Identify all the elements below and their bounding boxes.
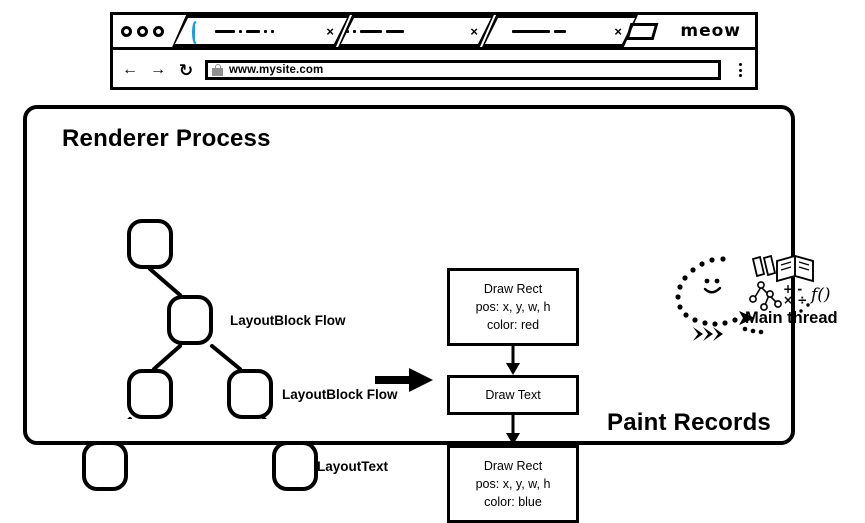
paint-record-1: Draw Rect pos: x, y, w, h color: red (447, 268, 579, 346)
tree-label-layoutblock-flow-1: LayoutBlock Flow (230, 313, 346, 328)
paint-record-connector-1 (506, 346, 520, 375)
paint-record-connector-2 (506, 415, 520, 445)
tab-3-title-placeholder (490, 30, 614, 33)
tab-1-title-placeholder (215, 30, 326, 33)
browser-tab-2[interactable]: × (338, 15, 494, 47)
close-dot-icon[interactable] (121, 25, 132, 37)
tree-node-block-1 (167, 295, 213, 345)
browser-tab-1[interactable]: × (172, 15, 350, 47)
paint-record-2-line-1: Draw Text (485, 387, 541, 402)
svg-text:× ÷: × ÷ (783, 293, 807, 307)
paint-records-heading: Paint Records (607, 409, 771, 436)
tab-3-face: × (482, 15, 638, 47)
browser-tab-3[interactable]: × (482, 15, 638, 47)
layout-tree-edges (127, 267, 267, 419)
tab-1-close-icon[interactable]: × (326, 23, 334, 39)
paint-record-2: Draw Text (447, 375, 579, 415)
maximize-dot-icon[interactable] (153, 25, 164, 37)
paint-record-1-line-3: color: red (486, 318, 540, 333)
tree-node-text-2 (272, 441, 318, 491)
lock-icon (212, 64, 223, 76)
new-tab-icon[interactable] (625, 22, 659, 40)
tree-label-layoutblock-flow-2: LayoutBlock Flow (282, 387, 398, 402)
minimize-dot-icon[interactable] (137, 25, 148, 37)
paint-record-1-line-1: Draw Rect (483, 281, 543, 296)
tree-node-text-1 (82, 441, 128, 491)
tab-2-face: × (338, 15, 494, 47)
back-arrow-icon[interactable]: ← (122, 61, 138, 78)
browser-window: × × × meow ← (110, 12, 758, 90)
paint-record-3: Draw Rect pos: x, y, w, h color: blue (447, 445, 579, 523)
paint-record-3-line-3: color: blue (484, 495, 542, 510)
loading-spinner-icon (192, 24, 207, 39)
svg-text:f(): f() (809, 285, 831, 305)
main-thread-label: Main thread (745, 309, 838, 327)
window-controls (113, 25, 170, 37)
address-bar[interactable]: www.mysite.com (205, 60, 721, 80)
main-thread-character: + - × ÷ f() (675, 255, 831, 341)
tree-node-block-2 (127, 369, 173, 419)
browser-brand-label: meow (680, 21, 741, 41)
page-title: Renderer Process (62, 125, 271, 152)
paint-record-3-line-2: pos: x, y, w, h (475, 476, 551, 491)
tab-1-face: × (172, 15, 350, 47)
renderer-process-panel: Renderer Process LayoutBlock Flow Layout… (23, 105, 838, 523)
forward-arrow-icon[interactable]: → (150, 61, 166, 78)
browser-toolbar: ← → ↻ www.mysite.com (113, 50, 755, 90)
tab-2-title-placeholder (346, 30, 470, 33)
tab-3-close-icon[interactable]: × (614, 23, 622, 39)
reload-icon[interactable]: ↻ (178, 60, 194, 80)
layout-tree-diagram: LayoutBlock Flow LayoutBlock Flow Layout… (82, 169, 402, 491)
tree-node-block-3 (227, 369, 273, 419)
right-arrow-icon (375, 368, 433, 392)
kebab-menu-icon[interactable] (731, 63, 749, 77)
paint-record-1-line-2: pos: x, y, w, h (475, 299, 551, 314)
tab-2-close-icon[interactable]: × (470, 23, 478, 39)
svg-text:+ -: + - (783, 282, 802, 296)
paint-record-3-line-1: Draw Rect (483, 458, 543, 473)
tree-node-root (127, 219, 173, 269)
tab-strip: × × × meow (113, 15, 755, 50)
tree-label-layouttext: LayoutText (317, 459, 389, 474)
url-text: www.mysite.com (229, 64, 324, 76)
